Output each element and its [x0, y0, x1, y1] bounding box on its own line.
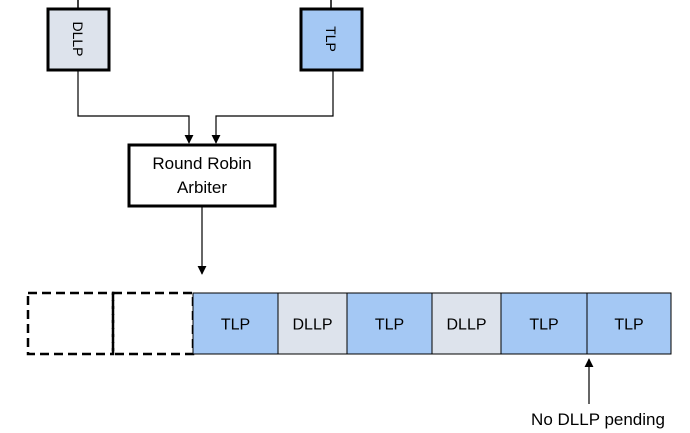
tlp-to-arbiter-arrow: [211, 70, 334, 144]
queue-slot-6: [586, 292, 672, 355]
arbiter-box: [127, 143, 277, 208]
arbiter-label-line1: Round Robin: [152, 154, 251, 173]
arbiter-label-line2: Arbiter: [177, 178, 227, 197]
no-dllp-pending-label: No DLLP pending: [531, 410, 665, 429]
transmit-queue: TLP DLLP TLP DLLP TLP TLP: [192, 292, 672, 355]
tlp-source: TLP: [299, 0, 364, 72]
tlp-source-label: TLP: [323, 26, 339, 52]
dllp-source-label: DLLP: [70, 21, 86, 56]
queue-slot-3: [346, 292, 433, 355]
dllp-source: DLLP: [46, 0, 111, 72]
queue-slot-2: [277, 292, 348, 355]
queue-slot-3-label: TLP: [375, 317, 404, 334]
queue-slot-4: [431, 292, 502, 355]
empty-slot-2: [111, 291, 195, 356]
empty-queue-slots: [26, 291, 195, 356]
queue-slot-4-label: DLLP: [446, 317, 486, 334]
tlp-source-box: [299, 7, 364, 72]
empty-slot-1: [26, 291, 115, 356]
queue-slot-5-label: TLP: [529, 317, 558, 334]
queue-slot-5: [500, 292, 588, 355]
queue-slot-1-label: TLP: [221, 317, 250, 334]
queue-slot-1: [192, 292, 279, 355]
queue-slot-2-label: DLLP: [292, 317, 332, 334]
queue-slot-6-label: TLP: [614, 317, 643, 334]
round-robin-arbiter: Round Robin Arbiter: [127, 143, 277, 208]
dllp-to-arbiter-arrow: [77, 70, 194, 144]
